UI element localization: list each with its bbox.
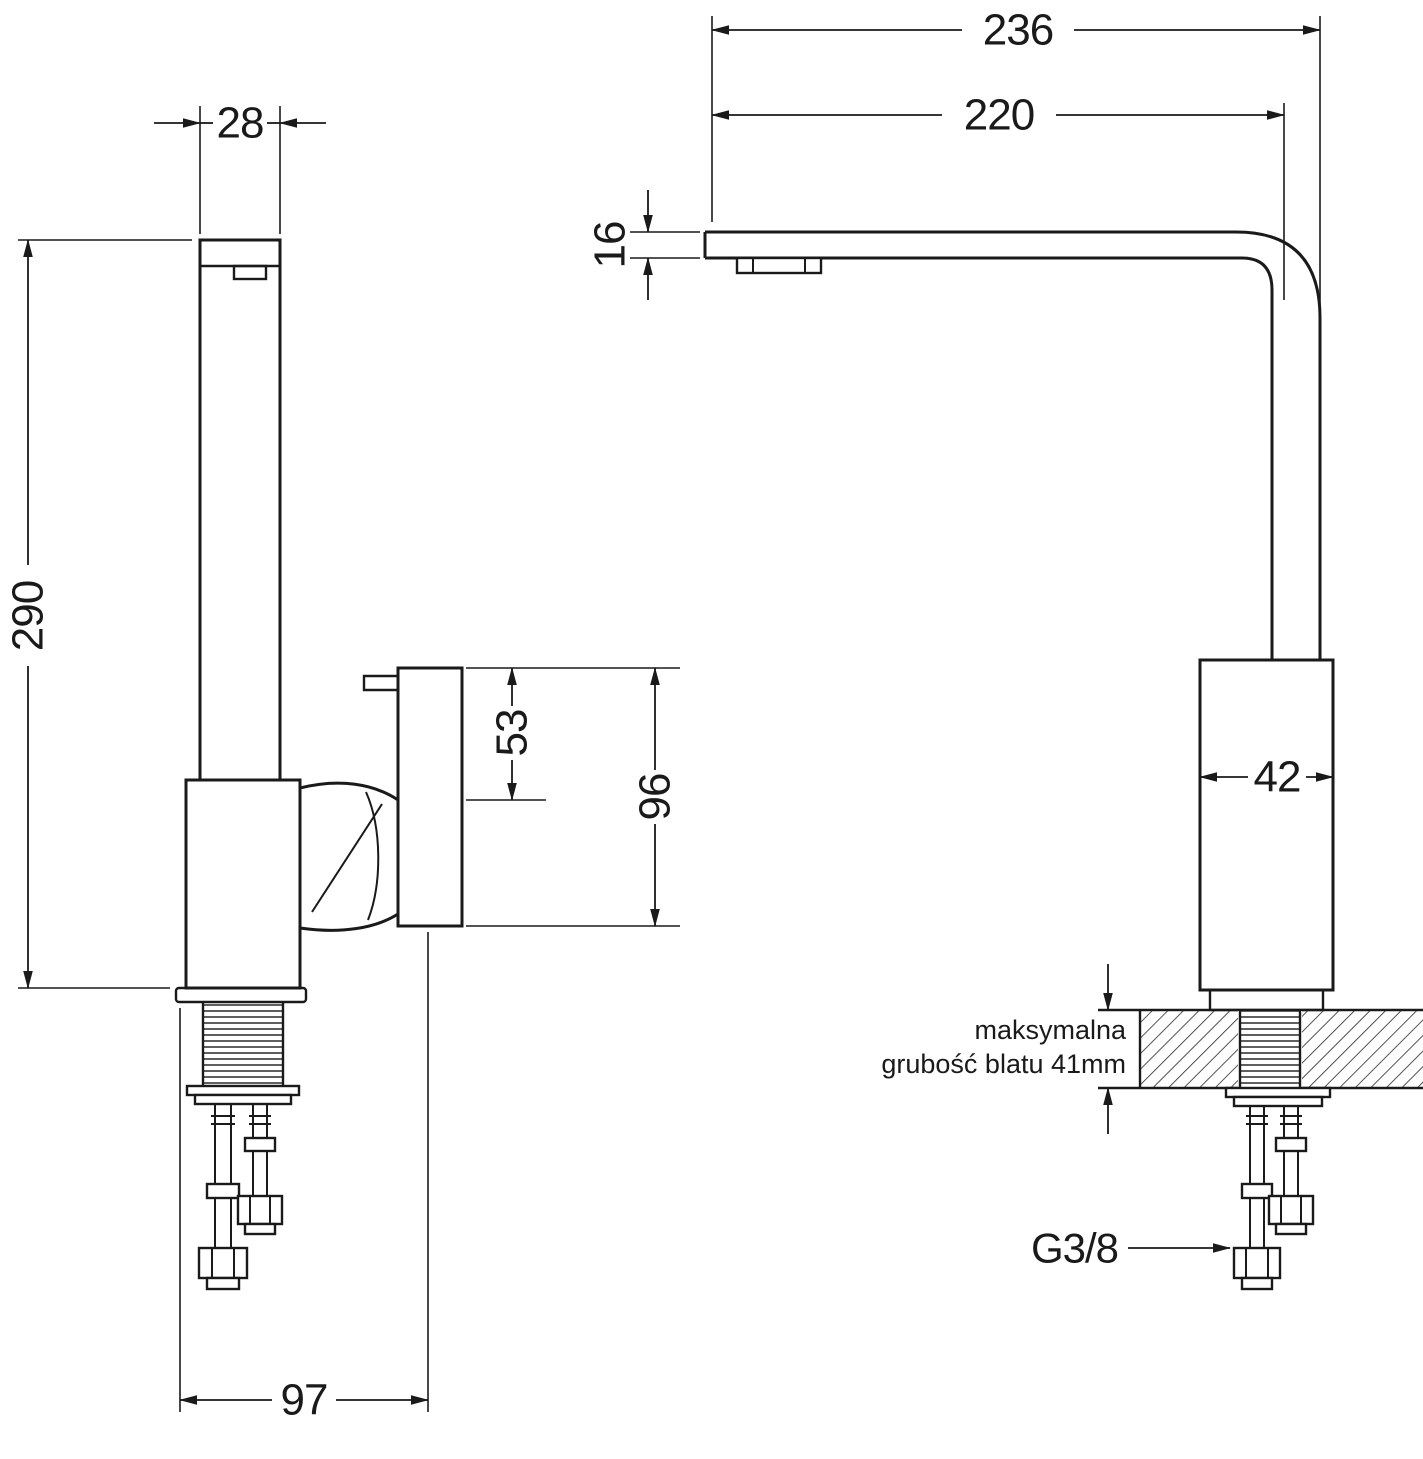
side-pivot-top <box>299 781 399 802</box>
front-spout-inner <box>705 256 1274 660</box>
dimensions-front-view: 236 220 16 42 maksy <box>586 6 1334 1272</box>
side-ferrule-right <box>243 1136 277 1153</box>
side-shank-threads <box>203 1002 283 1086</box>
side-cap-detail <box>232 264 268 281</box>
dim-label-28: 28 <box>217 99 264 148</box>
dim-96: 96 <box>466 667 680 927</box>
dim-290: 290 <box>4 239 192 989</box>
front-supply-stud-left <box>1232 1106 1282 1291</box>
dim-label-53: 53 <box>488 710 537 757</box>
thread-callout: G3/8 <box>1031 1225 1231 1272</box>
front-flange <box>1208 988 1325 1012</box>
dim-16: 16 <box>586 190 700 300</box>
dim-label-290: 290 <box>4 581 53 651</box>
side-hex-nut-right <box>236 1194 284 1226</box>
side-view <box>174 238 464 1291</box>
countertop-note-line2: grubość blatu 41mm <box>881 1049 1126 1079</box>
front-hex-nut-right <box>1267 1194 1315 1226</box>
side-lever-plate <box>396 666 464 928</box>
side-spout-column <box>198 238 282 782</box>
side-lever-tip <box>362 674 398 692</box>
thread-size-label: G3/8 <box>1031 1225 1118 1272</box>
side-flange <box>174 986 308 1004</box>
side-hex-nut-left <box>197 1246 249 1280</box>
front-spout-outer <box>705 230 1322 660</box>
dim-label-220: 220 <box>964 91 1034 140</box>
front-body <box>1198 658 1335 992</box>
side-body <box>184 778 302 990</box>
countertop-note: maksymalna grubość blatu 41mm <box>881 1015 1127 1079</box>
dim-97: 97 <box>179 932 429 1425</box>
countertop-note-line1: maksymalna <box>974 1015 1127 1045</box>
side-washer <box>185 1084 301 1097</box>
dim-label-16: 16 <box>586 222 635 269</box>
dim-label-236: 236 <box>983 6 1053 55</box>
side-pivot-arc <box>365 791 380 921</box>
side-supply-stud-right <box>236 1104 284 1236</box>
side-supply-stud-left <box>197 1104 249 1291</box>
side-pivot-bottom <box>299 912 399 932</box>
dim-28: 28 <box>154 99 326 234</box>
side-nut-plate <box>193 1093 293 1106</box>
front-ferrule-left <box>1240 1182 1274 1200</box>
front-washer <box>1224 1086 1332 1099</box>
dim-42: 42 <box>1199 753 1334 802</box>
side-ferrule-left <box>205 1182 241 1200</box>
front-shank-threads <box>1241 1011 1299 1087</box>
side-pivot-split-line <box>311 803 383 913</box>
dim-53: 53 <box>466 667 680 801</box>
dim-label-97: 97 <box>281 1376 328 1425</box>
front-hex-nut-left <box>1232 1246 1282 1280</box>
countertop <box>1098 1008 1423 1090</box>
dim-236: 236 <box>711 6 1321 306</box>
front-supply-stud-right <box>1267 1106 1315 1236</box>
dim-label-96: 96 <box>631 774 680 821</box>
front-aerator <box>735 256 823 275</box>
dim-220: 220 <box>711 91 1285 300</box>
dimensions-side-view: 28 290 53 96 <box>4 99 680 1425</box>
front-view <box>703 230 1423 1291</box>
dim-label-42: 42 <box>1254 753 1301 802</box>
front-ferrule-right <box>1274 1136 1308 1153</box>
front-nut-plate <box>1232 1095 1324 1108</box>
